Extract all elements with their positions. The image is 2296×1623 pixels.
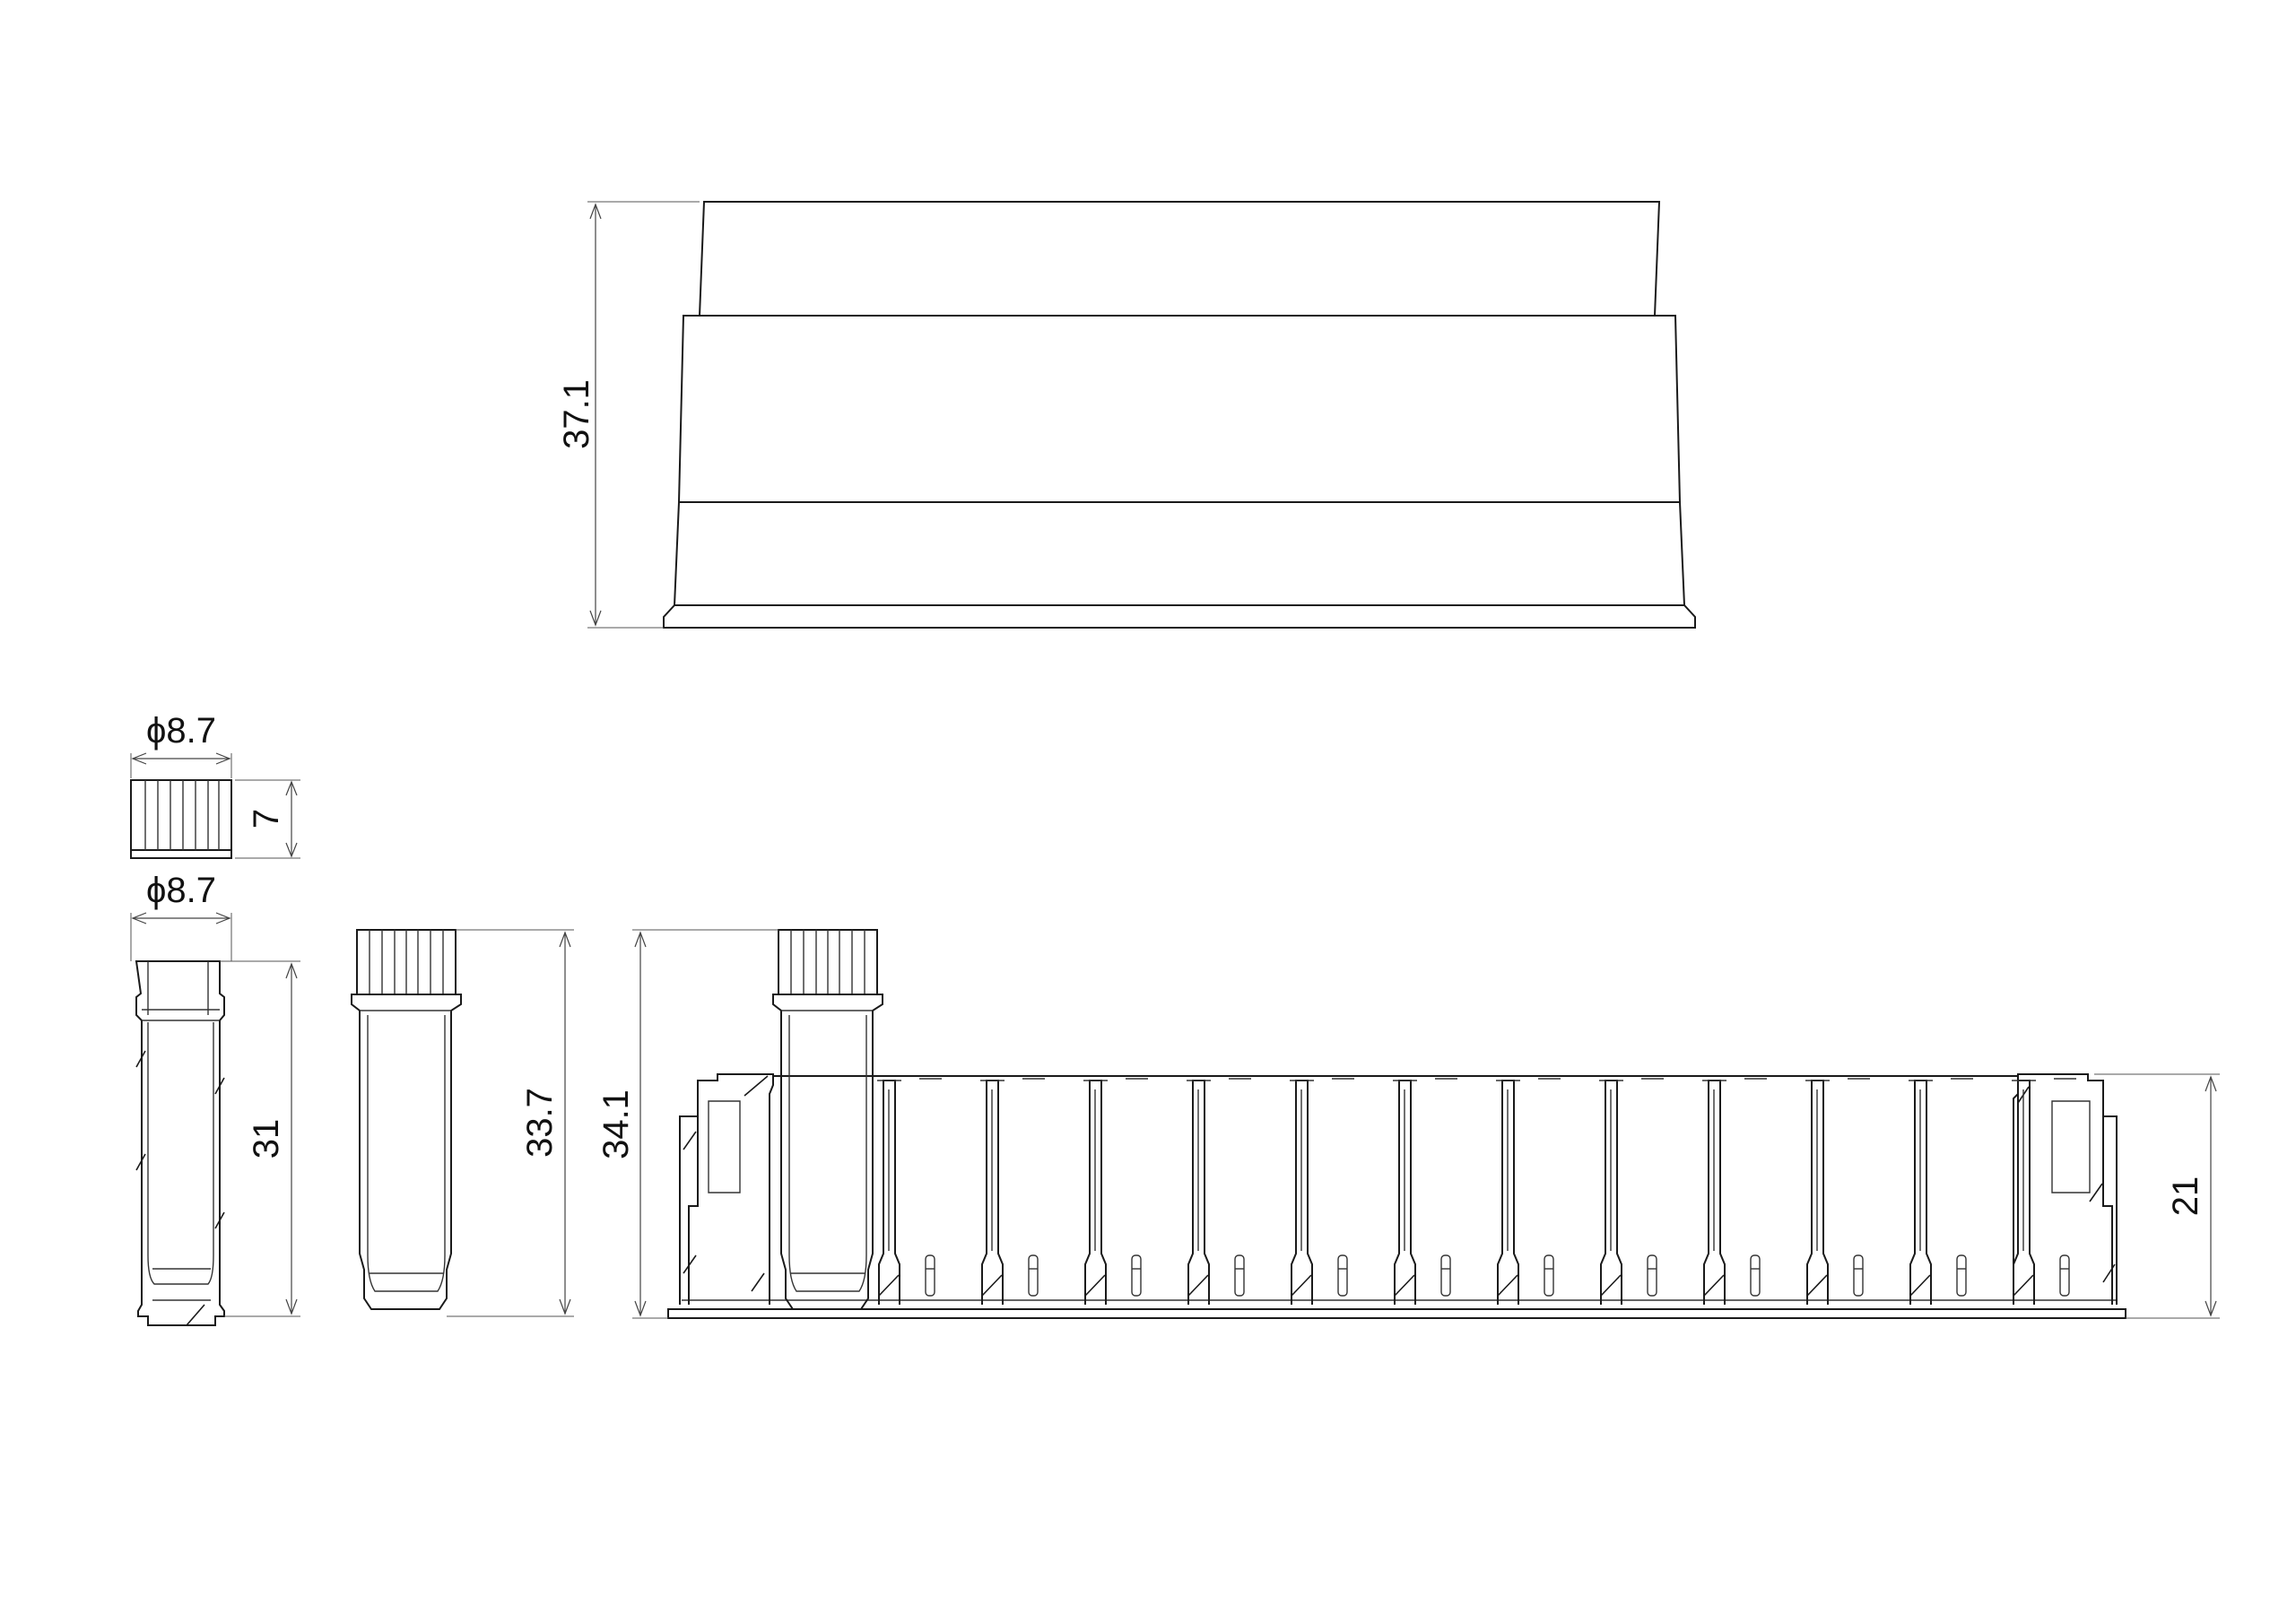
rack-slots: [877, 1078, 2076, 1305]
rack-partition-hatch: [878, 1274, 900, 1297]
rack-partition-hatch: [1291, 1274, 1312, 1297]
cap-diameter-label: ϕ8.7: [146, 711, 216, 751]
rack-partition-hatch: [1600, 1274, 1622, 1297]
rack-partition-hatch: [1187, 1274, 1209, 1297]
cap-height-dimension: 7: [235, 779, 300, 859]
rack-partition-hatch: [1497, 1274, 1518, 1297]
tube-diameter-label: ϕ8.7: [146, 871, 216, 910]
rack-slot-notch: [1131, 1254, 1142, 1297]
storage-box-elevation: [663, 201, 1696, 629]
tube-height-label: 31: [247, 1119, 286, 1159]
rack-partition-hatch: [1084, 1274, 1106, 1297]
cap-height-label: 7: [247, 809, 286, 829]
tube-rack-elevation: [667, 1073, 2126, 1319]
tube-diameter-dimension: ϕ8.7: [130, 871, 232, 961]
rack-partition-hatch: [1806, 1274, 1828, 1297]
rack-partition-hatch: [1394, 1274, 1415, 1297]
tube-height-dimension: 31: [220, 960, 300, 1317]
rack-partition-hatch: [2013, 1274, 2034, 1297]
rack-partition-hatch: [1909, 1274, 1931, 1297]
rack-height-dimension: 21: [2094, 1073, 2220, 1319]
rack-partition-hatch: [1703, 1274, 1725, 1297]
rack-seated-tube: [772, 929, 883, 1310]
rack-slot-notch: [1956, 1254, 1967, 1297]
rack-slot-notch: [1544, 1254, 1554, 1297]
rack-slot-notch: [1337, 1254, 1348, 1297]
rack-slot-notch: [925, 1254, 935, 1297]
capped-tube-height-dimension: 33.7: [447, 929, 574, 1317]
rack-slot-notch: [2059, 1254, 2070, 1297]
rack-slot-notch: [1853, 1254, 1864, 1297]
capped-tube: [351, 929, 462, 1310]
rack-slot-notch: [1440, 1254, 1451, 1297]
box-height-label: 37.1: [557, 379, 596, 449]
screw-cap: [130, 779, 232, 859]
capped-tube-height-label: 33.7: [520, 1088, 560, 1158]
storage-tube: [135, 960, 225, 1326]
rack-slot-notch: [1750, 1254, 1761, 1297]
rack-height-label: 21: [2166, 1176, 2205, 1217]
cap-diameter-dimension: ϕ8.7: [130, 711, 232, 778]
rack-slot-notch: [1028, 1254, 1039, 1297]
rack-with-tube-height-dimension: 34.1: [596, 929, 778, 1319]
rack-partition-hatch: [981, 1274, 1003, 1297]
rack-slot-notch: [1647, 1254, 1657, 1297]
rack-with-tube-height-label: 34.1: [596, 1089, 636, 1159]
box-height-dimension: 37.1: [557, 201, 700, 629]
rack-slot-notch: [1234, 1254, 1245, 1297]
